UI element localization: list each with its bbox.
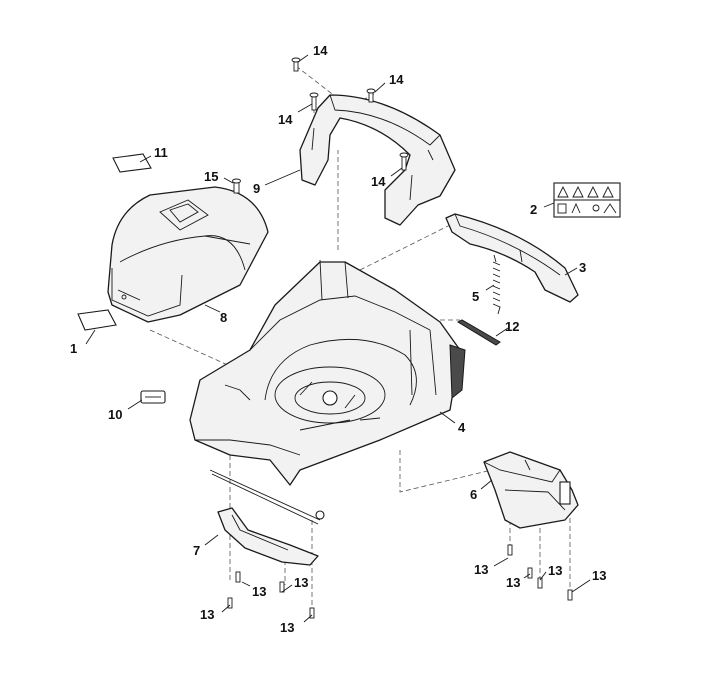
callout-14: 14 xyxy=(389,72,404,87)
callout-8: 8 xyxy=(220,310,227,325)
part-11-label xyxy=(112,153,152,173)
callout-5: 5 xyxy=(472,289,479,304)
part-10-label xyxy=(140,390,166,404)
callout-numbers: 14 14 14 14 11 15 9 2 3 5 12 8 1 10 4 6 … xyxy=(70,43,606,635)
callout-13: 13 xyxy=(200,607,214,622)
part-13-screws xyxy=(227,544,573,619)
callout-11: 11 xyxy=(154,145,168,160)
callout-10: 10 xyxy=(108,407,122,422)
callout-13: 13 xyxy=(506,575,520,590)
part-7-axle xyxy=(209,469,325,566)
callout-4: 4 xyxy=(458,420,466,435)
part-9-handle xyxy=(299,94,456,226)
part-14-screws xyxy=(291,57,409,171)
callout-3: 3 xyxy=(579,260,586,275)
callout-12: 12 xyxy=(505,319,519,334)
callout-13: 13 xyxy=(548,563,562,578)
callout-13: 13 xyxy=(474,562,488,577)
part-15-screw xyxy=(232,178,241,194)
part-6-chute xyxy=(483,451,579,529)
callout-13: 13 xyxy=(280,620,294,635)
callout-13: 13 xyxy=(592,568,606,583)
callout-14: 14 xyxy=(371,174,386,189)
callout-2: 2 xyxy=(530,202,537,217)
leader-lines xyxy=(85,54,591,623)
callout-14: 14 xyxy=(313,43,328,58)
part-2-warning-label xyxy=(553,182,621,218)
part-12-strip xyxy=(456,319,501,346)
part-1-label xyxy=(77,309,117,331)
callout-13: 13 xyxy=(294,575,308,590)
callout-6: 6 xyxy=(470,487,477,502)
callout-9: 9 xyxy=(253,181,260,196)
callout-13: 13 xyxy=(252,584,266,599)
part-3-rear-flap xyxy=(445,213,579,303)
callout-7: 7 xyxy=(193,543,200,558)
part-5-spring xyxy=(492,254,501,315)
part-4-deck xyxy=(189,259,466,486)
part-8-cover xyxy=(107,186,269,323)
callout-15: 15 xyxy=(204,169,218,184)
callout-1: 1 xyxy=(70,341,77,356)
callout-14: 14 xyxy=(278,112,293,127)
